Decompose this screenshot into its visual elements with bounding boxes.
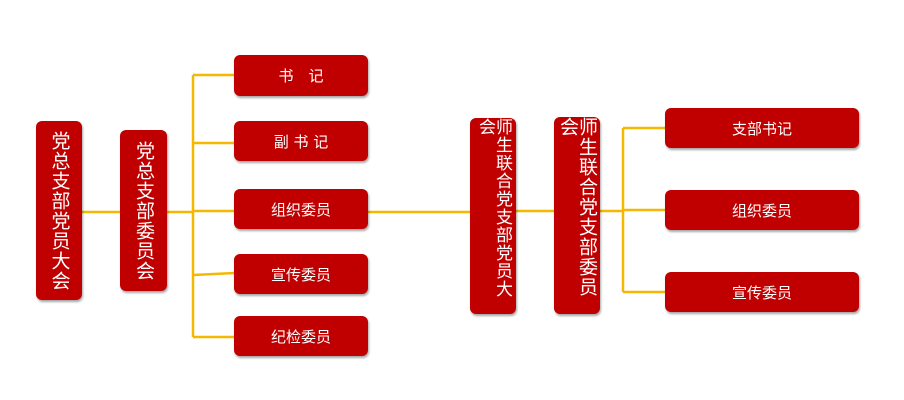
teacher-student-branch-committee-box: 师生联合党支部委员会 (554, 117, 600, 314)
connector-role-4 (192, 271, 236, 277)
role-deputy-secretary-box: 副 书 记 (234, 121, 368, 161)
right-role-organization-member-box: 组织委员 (665, 190, 859, 230)
party-general-branch-congress-box: 党总支部党员大会 (36, 121, 82, 300)
role-organization-member-box: 组织委员 (234, 189, 368, 229)
right-role-publicity-member-box: 宣传委员 (665, 272, 859, 312)
right-role-branch-secretary-box: 支部书记 (665, 108, 859, 148)
party-general-branch-committee-box: 党总支部委员会 (120, 130, 167, 291)
role-discipline-member-box: 纪检委员 (234, 316, 368, 356)
role-secretary-box: 书 记 (234, 55, 368, 96)
teacher-student-branch-congress-box: 师生联合党支部党员大会 (470, 118, 516, 314)
role-publicity-member-box: 宣传委员 (234, 254, 368, 294)
